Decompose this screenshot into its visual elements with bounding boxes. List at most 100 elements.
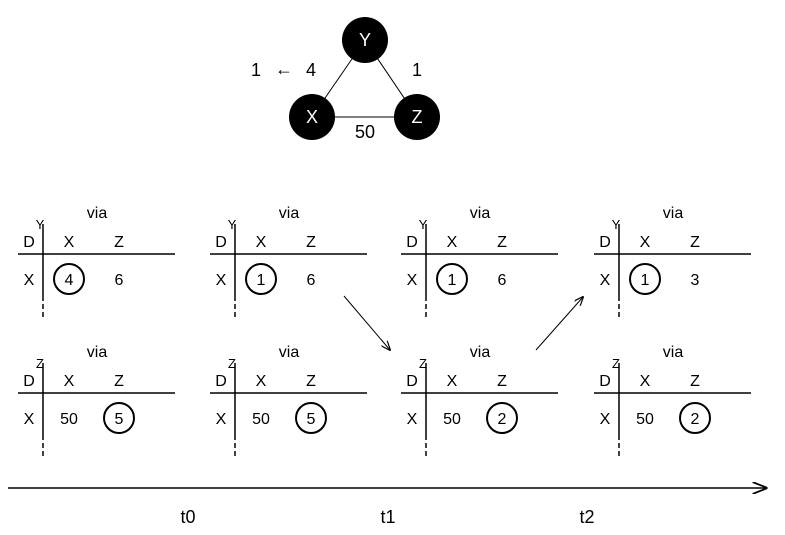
table-node-label: Y xyxy=(419,217,428,232)
cost-value: 5 xyxy=(307,411,316,428)
circled-min-marker xyxy=(629,263,661,295)
table-node-label: Z xyxy=(228,356,236,371)
circled-min-marker xyxy=(486,402,518,434)
cost-value: 50 xyxy=(636,411,654,428)
dest-header: D xyxy=(406,234,418,251)
table-node-label: Z xyxy=(612,356,620,371)
via-label: via xyxy=(279,205,300,222)
col-header-x: X xyxy=(640,373,651,390)
circled-min-marker xyxy=(245,263,277,295)
circled-min-marker xyxy=(679,402,711,434)
row-dest-label: X xyxy=(216,411,227,428)
circled-min-marker xyxy=(295,402,327,434)
col-header-z: Z xyxy=(690,373,700,390)
cost-value: 6 xyxy=(498,272,507,289)
cost-value: 3 xyxy=(691,272,700,289)
cost-value: 1 xyxy=(257,272,266,289)
cost-value: 1 xyxy=(448,272,457,289)
timeline: t0 t1 t2 xyxy=(8,488,766,527)
circled-min-marker xyxy=(103,402,135,434)
cost-value: 2 xyxy=(691,411,700,428)
col-header-z: Z xyxy=(497,373,507,390)
table-node-label: Y xyxy=(612,217,621,232)
node-y-label: Y xyxy=(359,30,371,50)
dest-header: D xyxy=(215,234,227,251)
circled-min-marker xyxy=(436,263,468,295)
via-label: via xyxy=(470,344,491,361)
col-header-x: X xyxy=(64,373,75,390)
time-label-t1: t1 xyxy=(380,507,395,527)
via-label: via xyxy=(87,344,108,361)
node-z-label: Z xyxy=(412,107,423,127)
cost-value: 2 xyxy=(498,411,507,428)
col-header-x: X xyxy=(447,373,458,390)
cost-value: 1 xyxy=(641,272,650,289)
dest-header: D xyxy=(599,373,611,390)
col-header-x: X xyxy=(256,373,267,390)
cost-value: 50 xyxy=(443,411,461,428)
circled-min-marker xyxy=(53,263,85,295)
cost-value: 4 xyxy=(65,272,74,289)
row-dest-label: X xyxy=(407,272,418,289)
node-x: X xyxy=(289,94,335,140)
col-header-z: Z xyxy=(690,234,700,251)
col-header-z: Z xyxy=(114,373,124,390)
via-label: via xyxy=(279,344,300,361)
cost-value: 6 xyxy=(307,272,316,289)
col-header-x: X xyxy=(64,234,75,251)
col-header-z: Z xyxy=(114,234,124,251)
cost-value: 50 xyxy=(60,411,78,428)
col-header-x: X xyxy=(256,234,267,251)
dest-header: D xyxy=(406,373,418,390)
dest-header: D xyxy=(599,234,611,251)
cost-value: 6 xyxy=(115,272,124,289)
network-graph: Y X Z 4 1 50 1 ← xyxy=(251,17,440,142)
dest-header: D xyxy=(215,373,227,390)
node-z: Z xyxy=(394,94,440,140)
update-arrow-z-t1-to-y-t2 xyxy=(535,297,583,351)
cost-change-new: 1 xyxy=(251,60,261,80)
edge-x-y-cost: 4 xyxy=(306,60,316,80)
dest-header: D xyxy=(23,373,35,390)
edge-x-z-cost: 50 xyxy=(355,122,375,142)
cost-change-arrow-icon: ← xyxy=(275,59,293,79)
col-header-z: Z xyxy=(497,234,507,251)
row-dest-label: X xyxy=(407,411,418,428)
table-node-label: Z xyxy=(419,356,427,371)
node-x-label: X xyxy=(306,107,318,127)
node-y: Y xyxy=(342,17,388,63)
update-arrow-z-t0-to-y-t1 xyxy=(343,295,390,350)
via-label: via xyxy=(663,205,684,222)
via-label: via xyxy=(470,205,491,222)
col-header-z: Z xyxy=(306,373,316,390)
row-dest-label: X xyxy=(216,272,227,289)
col-header-z: Z xyxy=(306,234,316,251)
cost-value: 5 xyxy=(115,411,124,428)
row-dest-label: X xyxy=(600,272,611,289)
table-node-label: Y xyxy=(228,217,237,232)
time-label-t0: t0 xyxy=(180,507,195,527)
table-node-label: Z xyxy=(36,356,44,371)
via-label: via xyxy=(663,344,684,361)
col-header-x: X xyxy=(447,234,458,251)
time-label-t2: t2 xyxy=(579,507,594,527)
col-header-x: X xyxy=(640,234,651,251)
edge-y-z-cost: 1 xyxy=(412,60,422,80)
row-dest-label: X xyxy=(24,272,35,289)
table-node-label: Y xyxy=(36,217,45,232)
via-label: via xyxy=(87,205,108,222)
dest-header: D xyxy=(23,234,35,251)
cost-value: 50 xyxy=(252,411,270,428)
row-dest-label: X xyxy=(600,411,611,428)
row-dest-label: X xyxy=(24,411,35,428)
